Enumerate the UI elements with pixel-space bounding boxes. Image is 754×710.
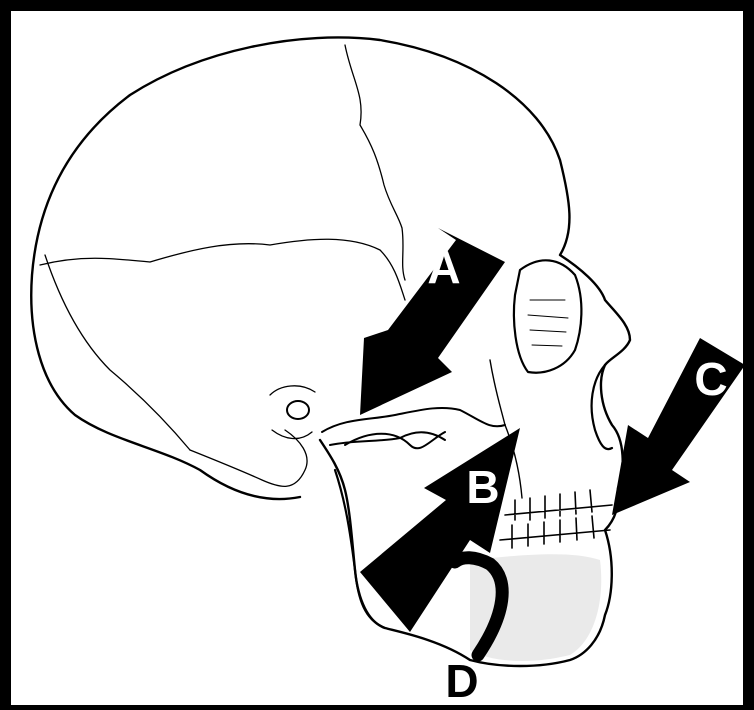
mandible-ramus (335, 470, 385, 628)
lower-teeth (500, 516, 610, 548)
label-b: B (466, 461, 499, 513)
lambdoid-suture (45, 255, 190, 450)
zygomatic-arch (322, 408, 505, 432)
orbit-shading (528, 300, 568, 346)
coronoid-notch (345, 432, 445, 448)
ear-canal (287, 401, 309, 419)
label-d: D (445, 655, 478, 707)
label-a: A (427, 241, 460, 293)
coronal-suture (345, 45, 405, 280)
label-c: C (694, 353, 727, 405)
squamosal-suture (40, 239, 405, 300)
